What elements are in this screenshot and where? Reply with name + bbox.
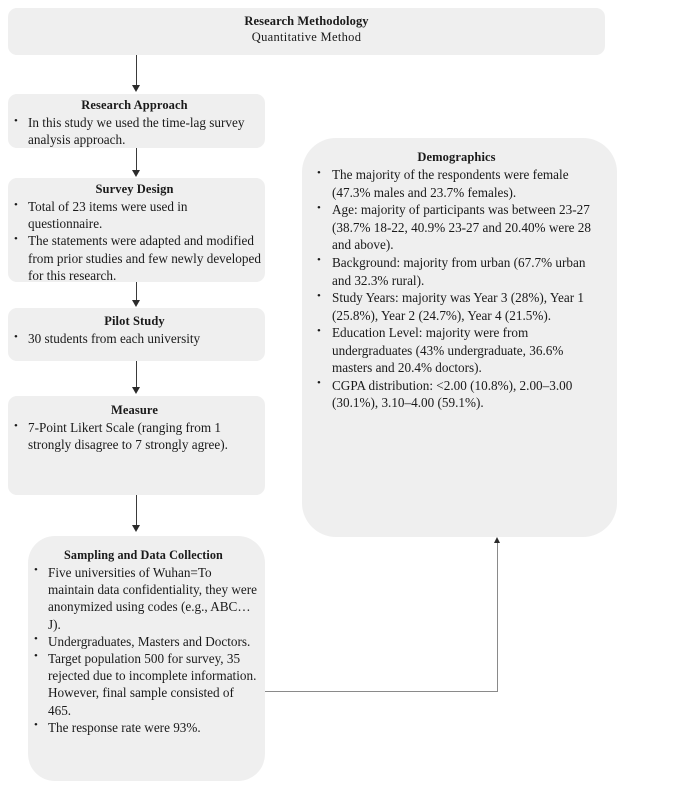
list-item: Age: majority of participants was betwee… [308,201,605,254]
connector-sampling-to-demographics-vertical [497,543,498,691]
list-item: Study Years: majority was Year 3 (28%), … [308,289,605,324]
list-item: The statements were adapted and modified… [8,232,261,283]
connector-pilot-study-to-measure [135,361,138,389]
step-box-measure: Measure 7-Point Likert Scale (ranging fr… [8,396,265,495]
step-title-measure: Measure [111,403,158,417]
arrowhead-header-to-research-approach [132,85,140,92]
list-item: 7-Point Likert Scale (ranging from 1 str… [8,419,261,453]
demographics-box: Demographics The majority of the respond… [302,138,617,537]
list-item: Undergraduates, Masters and Doctors. [28,632,259,650]
connector-survey-design-to-pilot-study [135,282,138,302]
connector-research-approach-to-survey-design [135,148,138,172]
page-subtitle: Quantitative Method [251,30,362,45]
arrowhead-measure-to-sampling [132,525,140,532]
step-bullets-research-approach: In this study we used the time-lag surve… [8,114,261,148]
step-box-survey-design: Survey Design Total of 23 items were use… [8,178,265,283]
list-item: The response rate were 93%. [28,718,259,736]
step-title-pilot-study: Pilot Study [104,314,165,328]
list-item: Background: majority from urban (67.7% u… [308,253,605,289]
list-item: Five universities of Wuhan=To maintain d… [28,563,259,633]
header-box: Research Methodology Quantitative Method [8,8,605,55]
step-title-sampling-and-data-collection: Sampling and Data Collection [64,548,223,562]
step-bullets-survey-design: Total of 23 items were used in questionn… [8,198,261,283]
step-bullets-pilot-study: 30 students from each university [8,330,261,347]
list-item: CGPA distribution: <2.00 (10.8%), 2.00–3… [308,376,605,412]
arrowhead-pilot-study-to-measure [132,387,140,394]
page-title: Research Methodology [244,14,369,28]
step-title-survey-design: Survey Design [95,182,174,196]
list-item: Total of 23 items were used in questionn… [8,198,261,232]
connector-sampling-to-demographics-horizontal [265,691,498,692]
demographics-bullets: The majority of the respondents were fem… [308,166,605,412]
connector-measure-to-sampling [135,495,138,527]
step-bullets-measure: 7-Point Likert Scale (ranging from 1 str… [8,419,261,453]
arrowhead-research-approach-to-survey-design [132,170,140,177]
step-box-sampling-and-data-collection: Sampling and Data Collection Five univer… [28,536,265,781]
list-item: Education Level: majority were from unde… [308,324,605,377]
arrowhead-sampling-to-demographics [494,537,500,543]
connector-header-to-research-approach [135,55,138,86]
demographics-title: Demographics [417,150,496,164]
list-item: Target population 500 for survey, 35 rej… [28,649,259,719]
arrowhead-survey-design-to-pilot-study [132,300,140,307]
step-bullets-sampling-and-data-collection: Five universities of Wuhan=To maintain d… [28,563,259,736]
list-item: 30 students from each university [8,330,261,347]
list-item: The majority of the respondents were fem… [308,166,605,201]
step-box-research-approach: Research Approach In this study we used … [8,94,265,148]
step-box-pilot-study: Pilot Study 30 students from each univer… [8,308,265,361]
list-item: In this study we used the time-lag surve… [8,114,261,148]
step-title-research-approach: Research Approach [81,98,188,112]
